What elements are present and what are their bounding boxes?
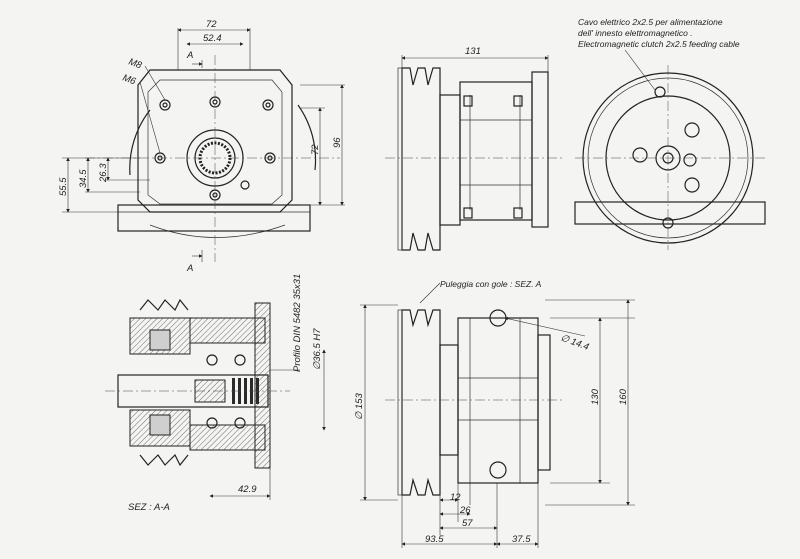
dim-12: 12 bbox=[450, 492, 461, 503]
dim-left-26-3: 26.3 bbox=[98, 163, 109, 183]
section-view: Profilo DIN 5482 35x31 ∅36.5 H7 42.9 SEZ… bbox=[105, 274, 326, 513]
dim-bolt-spacing: 52.4 bbox=[203, 33, 222, 44]
cable-note-line2: dell' innesto elettromagnetico . bbox=[578, 28, 693, 38]
dim-m8: M8 bbox=[127, 56, 144, 71]
cable-note-line3: Electromagnetic clutch 2x2.5 feeding cab… bbox=[578, 39, 740, 49]
front-view: A A 72 52.4 M8 M6 72 96 55.5 34.5 26.3 bbox=[58, 19, 345, 274]
dim-57: 57 bbox=[462, 518, 473, 529]
dim-offset-42-9: 42.9 bbox=[238, 484, 257, 495]
dim-left-34-5: 34.5 bbox=[78, 169, 89, 188]
dim-93-5: 93.5 bbox=[425, 534, 444, 545]
profile-din-label: Profilo DIN 5482 35x31 bbox=[292, 274, 303, 372]
pulley-note: Puleggia con gole : SEZ. A bbox=[440, 279, 542, 289]
section-mark-top: A bbox=[186, 50, 193, 61]
rear-view: Cavo elettrico 2x2.5 per alimentazione d… bbox=[574, 17, 766, 250]
section-label: SEZ : A-A bbox=[128, 502, 170, 513]
dim-right-72: 72 bbox=[310, 144, 321, 155]
section-mark-bottom: A bbox=[186, 263, 193, 274]
dim-26: 26 bbox=[459, 505, 471, 516]
dim-dia-153: ∅ 153 bbox=[354, 393, 365, 420]
dim-length-131: 131 bbox=[465, 46, 481, 57]
dim-top-width: 72 bbox=[206, 19, 217, 30]
bore-dia: ∅36.5 H7 bbox=[312, 328, 323, 370]
dim-37-5: 37.5 bbox=[512, 534, 531, 545]
side-view: 131 bbox=[385, 46, 565, 251]
cable-note-line1: Cavo elettrico 2x2.5 per alimentazione bbox=[578, 17, 723, 27]
dim-right-96: 96 bbox=[332, 137, 343, 148]
dim-hole: ∅ 14.4 bbox=[559, 332, 590, 352]
dim-left-55-5: 55.5 bbox=[58, 177, 69, 196]
pulley-view: Puleggia con gole : SEZ. A ∅ 14.4 ∅ 153 … bbox=[354, 279, 635, 548]
dim-height-130: 130 bbox=[590, 388, 601, 405]
dim-m6: M6 bbox=[121, 72, 138, 87]
dim-height-160: 160 bbox=[618, 388, 629, 405]
